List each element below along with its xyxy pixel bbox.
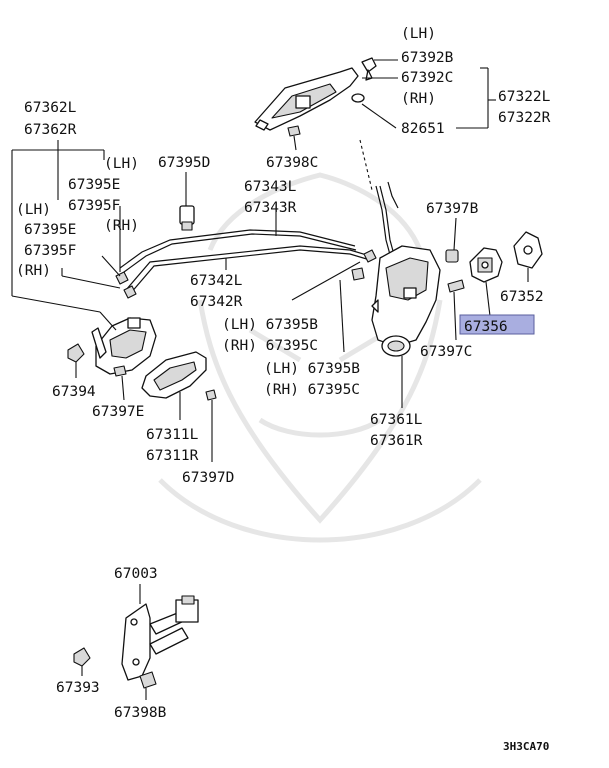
label-67393[interactable]: 67393 [56, 680, 100, 696]
inside-handle-bracket[interactable] [91, 317, 157, 375]
bolt-67398b-icon [139, 671, 157, 700]
label-67356[interactable]: 67356 [464, 319, 508, 335]
label-67361l[interactable]: 67361L [370, 412, 423, 428]
nut-67394-icon [67, 343, 85, 378]
clip-67395b-icon [351, 249, 377, 281]
label-67397b[interactable]: 67397B [426, 201, 479, 217]
label-67003[interactable]: 67003 [114, 566, 158, 582]
screw-67397d-icon [205, 389, 217, 462]
nut-67393-icon [73, 647, 91, 676]
clip-67395e-icon [115, 271, 137, 299]
label-lh-top: (LH) [401, 26, 436, 42]
label-67392c[interactable]: 67392C [401, 70, 453, 86]
label-lh-b: (LH) [16, 202, 51, 218]
label-67397d[interactable]: 67397D [182, 470, 234, 486]
rod-67342 [125, 245, 371, 295]
rod-leaders [225, 212, 403, 408]
label-82651[interactable]: 82651 [401, 121, 445, 137]
label-rh-top: (RH) [401, 91, 436, 107]
diagram-code: 3H3CA70 [503, 740, 549, 753]
label-67342l[interactable]: 67342L [190, 273, 243, 289]
clip-67395d-icon [179, 172, 195, 231]
label-lh-67395b-c[interactable]: (LH) 67395B [222, 317, 318, 333]
label-67395d[interactable]: 67395D [158, 155, 210, 171]
label-67361r[interactable]: 67361R [370, 433, 423, 449]
label-67398c[interactable]: 67398C [266, 155, 318, 171]
screw-67397e-icon [113, 365, 127, 401]
label-67352[interactable]: 67352 [500, 289, 544, 305]
label-67322r[interactable]: 67322R [498, 110, 551, 126]
label-67342r[interactable]: 67342R [190, 294, 243, 310]
label-67397c[interactable]: 67397C [420, 344, 472, 360]
screw-67398c-icon [287, 125, 301, 151]
top-leaders [361, 59, 496, 129]
left-leaders [11, 140, 181, 420]
clip-67392-icon [361, 57, 377, 81]
label-67343l[interactable]: 67343L [244, 179, 297, 195]
label-67311r[interactable]: 67311R [146, 448, 199, 464]
label-67395e-b[interactable]: 67395E [24, 222, 76, 238]
screw-67397c-icon [447, 279, 465, 341]
rod-67343 [119, 229, 357, 273]
inside-handle-67311[interactable] [141, 351, 207, 399]
label-67394[interactable]: 67394 [52, 384, 96, 400]
label-67311l[interactable]: 67311L [146, 427, 199, 443]
label-67322l[interactable]: 67322L [498, 89, 551, 105]
label-lh-a: (LH) [104, 156, 139, 172]
label-lh-67395b-d[interactable]: (LH) 67395B [264, 361, 360, 377]
label-rh-67395c-c[interactable]: (RH) 67395C [222, 338, 318, 354]
label-rh-67395c-d[interactable]: (RH) 67395C [264, 382, 360, 398]
part-labels: (LH) 67392B 67392C (RH) 82651 67322L 673… [16, 26, 551, 753]
door-lock-actuator[interactable] [371, 245, 441, 357]
label-67395f-a[interactable]: 67395F [68, 198, 120, 214]
label-67362r[interactable]: 67362R [24, 122, 77, 138]
label-rh-b: (RH) [16, 263, 51, 279]
label-67362l[interactable]: 67362L [24, 100, 77, 116]
label-67397e[interactable]: 67397E [92, 404, 144, 420]
label-rh-a: (RH) [104, 218, 139, 234]
outside-handle-assembly[interactable] [254, 67, 359, 131]
striker-67356[interactable] [469, 247, 503, 317]
highlight-67356 [459, 314, 535, 335]
gasket-82651-icon [351, 93, 365, 103]
shim-67352 [513, 231, 543, 282]
screw-67397b-icon [445, 217, 459, 263]
watermark-emblem [158, 172, 482, 543]
label-67343r[interactable]: 67343R [244, 200, 297, 216]
label-67392b[interactable]: 67392B [401, 50, 454, 66]
label-67395f-b[interactable]: 67395F [24, 243, 76, 259]
label-67398b[interactable]: 67398B [114, 705, 167, 721]
label-67395e-a[interactable]: 67395E [68, 177, 120, 193]
door-check-67003[interactable] [121, 584, 199, 681]
